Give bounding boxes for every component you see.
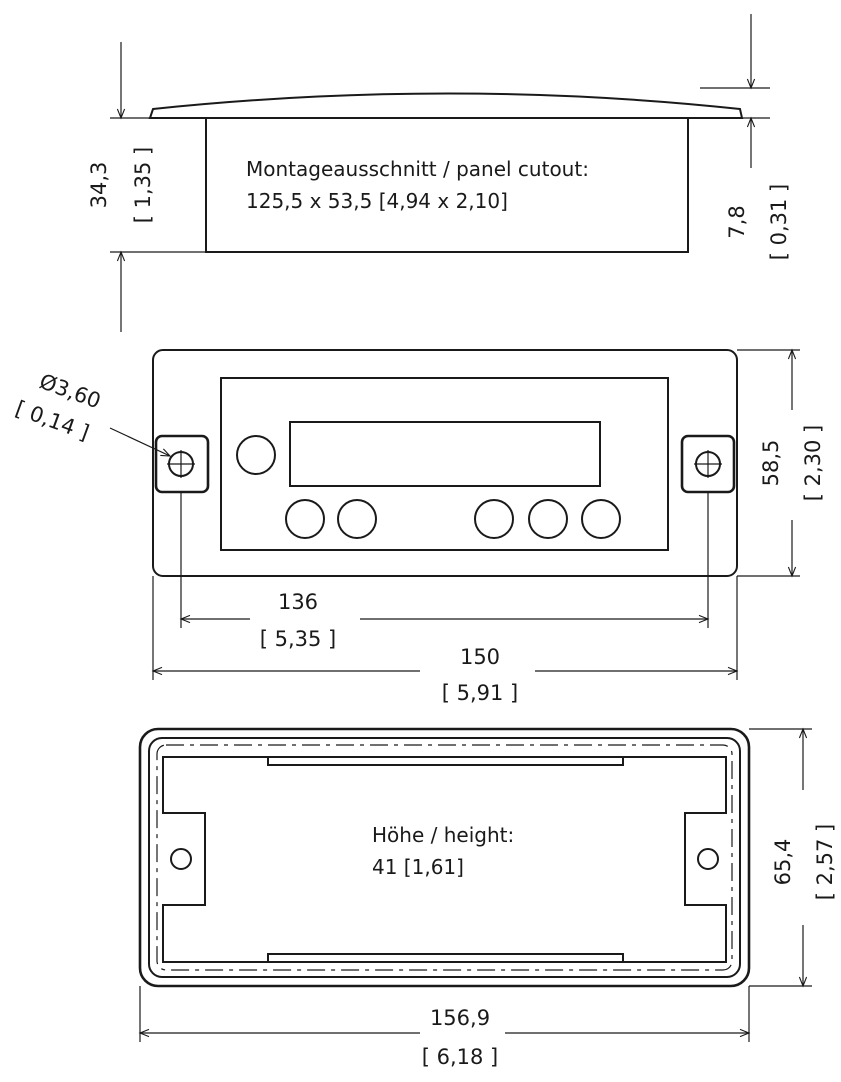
dim-hole-spacing: 136 [ 5,35 ] — [179, 492, 710, 651]
dim-width-rear-view-mm: 156,9 — [430, 1006, 490, 1030]
key-button-3 — [474, 499, 514, 539]
lcd-display — [289, 421, 601, 487]
dim-height-rear-view-mm: 65,4 — [771, 839, 795, 886]
hole-diameter-callout: Ø3,60 [ 0,14 ] — [12, 369, 172, 457]
dim-width-rear-view-in: [ 6,18 ] — [422, 1045, 499, 1069]
mounting-lug-right — [680, 434, 736, 494]
dim-flange-top-view-in: [ 0,31 ] — [767, 184, 791, 261]
dim-width-front-view-in: [ 5,91 ] — [442, 681, 519, 705]
rear-screw-hole-right-icon — [697, 848, 719, 870]
front-panel-outline — [152, 349, 738, 577]
rear-screw-hole-left-icon — [170, 848, 192, 870]
top-view: Montageausschnitt / panel cutout: 125,5 … — [87, 14, 791, 332]
dim-height-top-view-mm: 34,3 — [87, 162, 111, 209]
rear-rail-top — [267, 756, 624, 766]
dim-height-front-view-in: [ 2,30 ] — [801, 425, 825, 502]
dim-height-rear-view: 65,4 [ 2,57 ] — [749, 727, 837, 988]
dim-hole-spacing-in: [ 5,35 ] — [260, 627, 337, 651]
key-button-1 — [285, 499, 325, 539]
mounting-lug-left — [154, 434, 210, 494]
rear-rim — [156, 744, 733, 971]
dim-height-top-view-in: [ 1,35 ] — [131, 147, 155, 224]
dim-width-rear-view: 156,9 [ 6,18 ] — [138, 986, 751, 1069]
dim-height-front-view: 58,5 [ 2,30 ] — [737, 348, 825, 578]
depth-label-line1: Höhe / height: — [372, 823, 514, 847]
dim-height-front-view-mm: 58,5 — [759, 440, 783, 487]
key-button-2 — [337, 499, 377, 539]
key-button-5 — [581, 499, 621, 539]
top-view-housing-body — [205, 117, 689, 253]
cutout-label-line2: 125,5 x 53,5 [4,94 x 2,10] — [246, 189, 508, 213]
rear-inner-outline — [148, 737, 741, 978]
front-view: Ø3,60 [ 0,14 ] 58,5 [ 2,30 ] 136 [ 5,35 … — [12, 348, 825, 705]
cutout-label-line1: Montageausschnitt / panel cutout: — [246, 157, 589, 181]
rear-outer-outline — [138, 727, 751, 988]
key-button-4 — [528, 499, 568, 539]
dim-width-front-view: 150 [ 5,91 ] — [151, 576, 739, 705]
dim-flange-top-view: 7,8 [ 0,31 ] — [700, 14, 791, 260]
dim-height-top-view: 34,3 [ 1,35 ] — [87, 42, 206, 332]
rear-view: Höhe / height: 41 [1,61] 65,4 [ 2,57 ] 1… — [138, 727, 837, 1069]
depth-label-line2: 41 [1,61] — [372, 855, 464, 879]
dim-flange-top-view-mm: 7,8 — [725, 205, 749, 238]
dim-height-rear-view-in: [ 2,57 ] — [813, 824, 837, 901]
rear-housing-contour — [162, 756, 727, 963]
dim-width-front-view-mm: 150 — [460, 645, 500, 669]
dim-hole-spacing-mm: 136 — [278, 590, 318, 614]
top-view-bezel-outline — [148, 92, 744, 119]
display-window — [220, 377, 669, 551]
rear-rail-bottom — [267, 953, 624, 963]
led-indicator — [236, 435, 276, 475]
